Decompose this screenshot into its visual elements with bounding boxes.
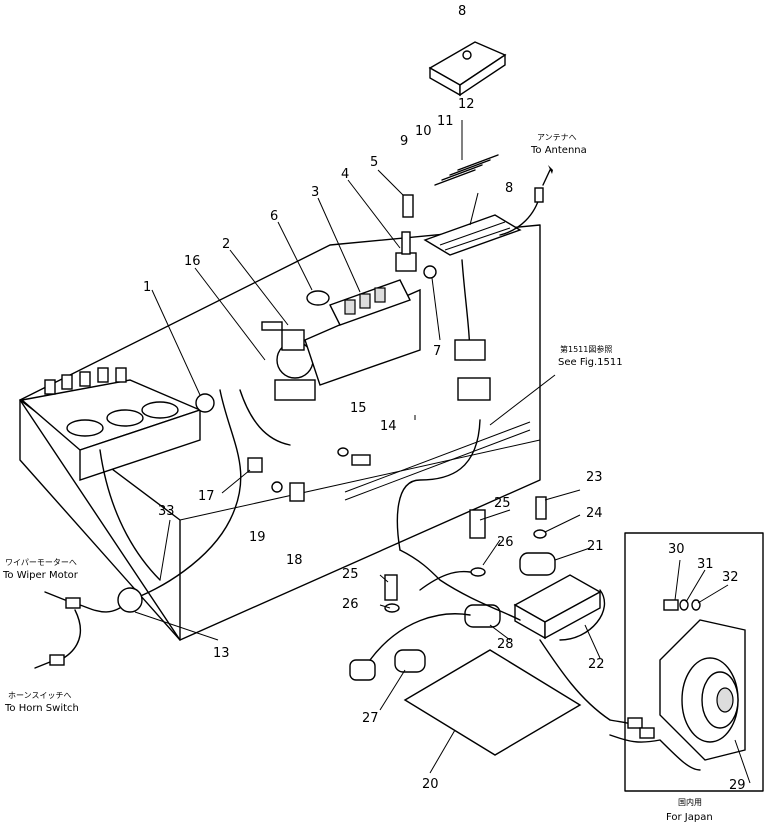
callout-10: 10 [415,124,432,139]
callout-1: 1 [143,280,151,295]
callout-14: 14 [380,419,397,434]
callout-3: 3 [311,185,319,200]
fig-ref-label-jp: 第1511図参照 [560,344,612,354]
callout-24: 24 [586,506,603,521]
fuse-box [304,279,421,386]
callout-23: 23 [586,470,603,485]
callout-22: 22 [588,657,605,672]
callout-5: 5 [370,155,378,170]
toggle-switch [395,194,417,272]
gauge-panel [20,367,202,481]
callout-20: 20 [422,777,439,792]
wire-clamp [247,457,305,502]
wiper-label-jp: ワイパーモーターへ [5,558,77,567]
mounting-bolt [337,447,371,466]
callout-21: 21 [587,539,604,554]
antenna-label-en: To Antenna [530,145,587,156]
callout-19: 19 [249,530,266,545]
japan-label-en: For Japan [666,812,713,823]
callout-28: 28 [497,637,514,652]
callout-26-left: 26 [342,597,359,612]
radio-harness [399,549,521,621]
wiper-label-en: To Wiper Motor [2,570,79,581]
callout-29: 29 [729,778,746,793]
callout-6: 6 [270,209,278,224]
leader-lines [134,374,751,784]
external-leads [34,587,143,669]
callout-4: 4 [341,167,349,182]
callout-8-holder: 8 [505,181,513,196]
callout-12: 12 [458,97,475,112]
callout-9: 9 [400,134,408,149]
callout-30: 30 [668,542,685,557]
callout-27: 27 [362,711,379,726]
console-housing [19,224,541,641]
callout-8-top: 8 [458,4,466,19]
fuse-holder [423,214,522,256]
callout-18: 18 [286,553,303,568]
callout-25-left: 25 [342,567,359,582]
callout-7: 7 [433,344,441,359]
callout-2: 2 [222,237,230,252]
callout-13: 13 [213,646,230,661]
wire-harness [99,259,491,601]
key-switch [261,321,316,401]
round-knob [306,290,330,306]
horn-label-jp: ホーンスイッチへ [8,691,71,700]
callout-15: 15 [350,401,367,416]
radio-clamps [349,552,556,681]
callout-16: 16 [184,254,201,269]
callout-25-right: 25 [494,496,511,511]
callout-11: 11 [437,114,454,129]
speaker-leads [609,717,701,771]
spare-fuses [434,120,499,186]
antenna-lead [499,165,553,236]
indicator-lamp [423,265,437,279]
callout-31: 31 [697,557,714,572]
panel-switch [195,393,215,413]
callout-numbers: 1 2 3 4 5 6 7 8 8 9 10 11 12 13 14 15 16… [143,4,746,793]
callout-32: 32 [722,570,739,585]
horn-label-en: To Horn Switch [4,703,79,714]
callout-17: 17 [198,489,215,504]
fuse-cover [428,41,507,97]
japan-label-jp: 国内用 [678,797,702,807]
fig-ref-label-en: See Fig.1511 [558,357,623,368]
speaker-box [624,532,764,792]
radio-unit [513,574,602,640]
annotation-labels: アンテナへ To Antenna 第1511図参照 See Fig.1511 ワ… [2,133,713,823]
callout-33: 33 [158,504,175,519]
radio-bracket [384,496,582,756]
callout-26-right: 26 [497,535,514,550]
antenna-label-jp: アンテナへ [537,133,577,142]
